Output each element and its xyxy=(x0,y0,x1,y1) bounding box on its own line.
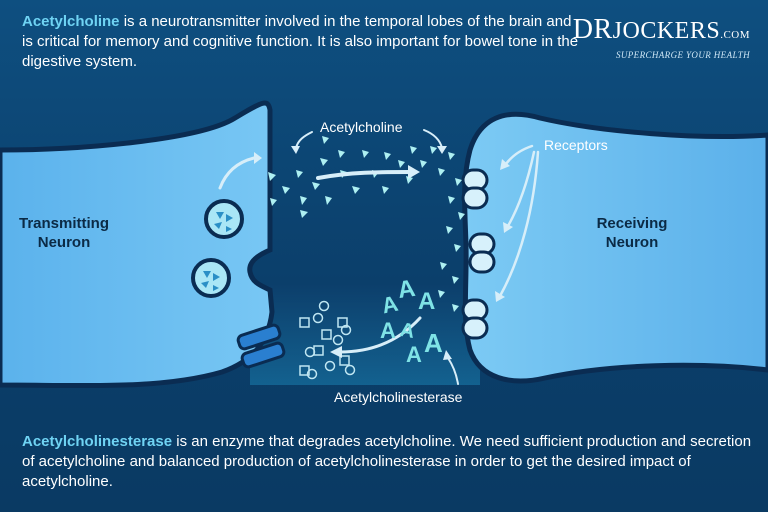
transmitting-neuron-shape xyxy=(0,100,275,389)
enzyme-label: Acetylcholinesterase xyxy=(334,389,463,405)
transmitting-label-line2: Neuron xyxy=(37,234,91,251)
receptor-arrow-1 xyxy=(504,144,534,166)
receptor-1 xyxy=(461,168,489,210)
receptor-arrow-2 xyxy=(506,150,536,228)
receptor-arrow-3 xyxy=(498,150,540,298)
receiving-neuron-shape xyxy=(462,111,768,384)
outro-paragraph: Acetylcholinesterase is an enzyme that d… xyxy=(22,432,752,492)
intro-paragraph: Acetylcholine is a neurotransmitter invo… xyxy=(22,12,582,72)
brand-logo: DrJockers.com SUPERCHARGE YOUR HEALTH xyxy=(572,14,750,61)
acetylcholine-molecules xyxy=(268,136,465,312)
degraded-fragments xyxy=(299,300,356,380)
receiving-label-line2: Neuron xyxy=(605,234,659,251)
outro-keyword: Acetylcholinesterase xyxy=(22,433,173,450)
receiving-neuron-label: Receiving Neuron xyxy=(582,214,682,252)
outro-text: is an enzyme that degrades acetylcholine… xyxy=(22,433,752,490)
enzyme-letter: A xyxy=(418,288,436,315)
vesicle-1 xyxy=(204,199,244,239)
arrows xyxy=(218,129,540,385)
receptor-3 xyxy=(461,298,489,340)
receptor-2 xyxy=(468,232,496,274)
diffusion-arrow xyxy=(316,170,412,180)
enzyme-letter: A xyxy=(380,318,396,343)
brand-tagline: SUPERCHARGE YOUR HEALTH xyxy=(615,50,750,60)
release-arrow xyxy=(218,156,256,190)
receiving-label-line1: Receiving xyxy=(596,215,668,232)
transmitting-neuron-label: Transmitting Neuron xyxy=(14,214,114,252)
receptors-label: Receptors xyxy=(544,137,608,153)
acetylcholine-label: Acetylcholine xyxy=(320,119,403,135)
brand-name-main: Jockers xyxy=(612,18,721,44)
intro-text: is a neurotransmitter involved in the te… xyxy=(22,13,579,70)
vesicle-2 xyxy=(191,258,231,298)
enzyme-letter: A xyxy=(424,328,443,358)
label-arrow-left xyxy=(295,131,313,149)
transporter-channel xyxy=(236,323,286,369)
intro-keyword: Acetylcholine xyxy=(22,13,120,30)
enzyme-label-arrow xyxy=(447,357,459,385)
brand-domain: .com xyxy=(720,29,750,41)
transmitting-label-line1: Transmitting xyxy=(18,215,109,232)
brand-name-dr: Dr xyxy=(572,14,613,45)
degrade-arrow xyxy=(338,316,422,354)
enzyme-letter: A xyxy=(406,342,422,367)
enzyme-letter: A xyxy=(396,274,418,305)
label-arrow-right xyxy=(423,129,443,149)
synaptic-cleft-glow xyxy=(250,285,480,385)
